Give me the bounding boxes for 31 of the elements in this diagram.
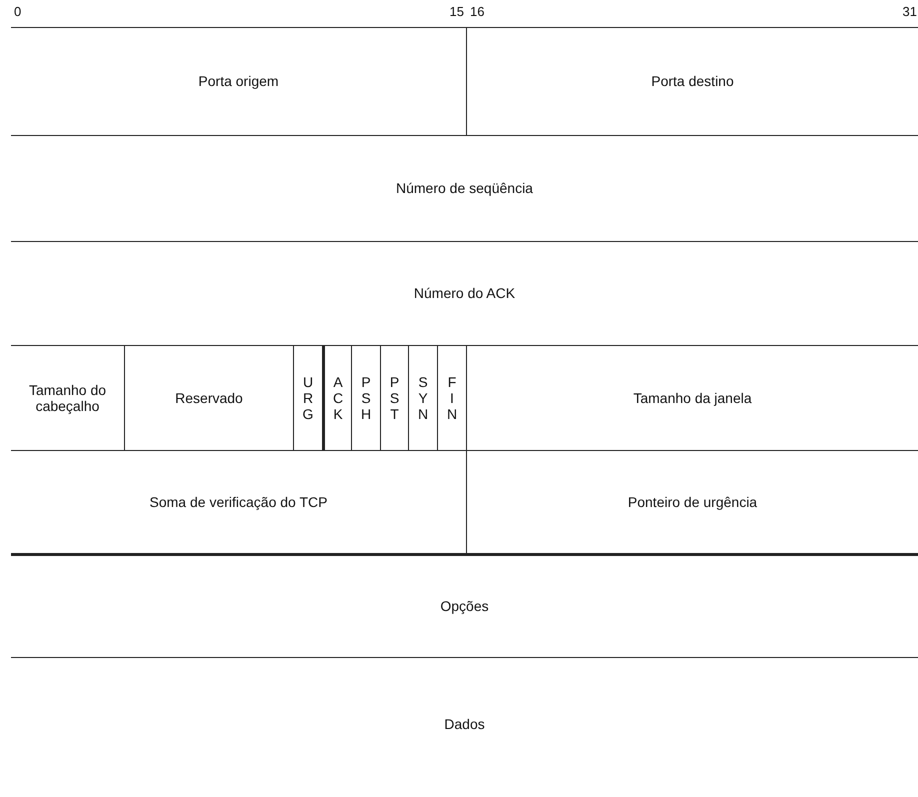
flag-name: S Y N — [417, 374, 429, 422]
field-name: Tamanho da janela — [633, 390, 752, 406]
flag-name: A C K — [332, 374, 344, 422]
field-name: Porta destino — [651, 73, 734, 90]
bit-position: 31 — [902, 4, 917, 19]
field-name: Opções — [440, 598, 489, 615]
flag-name: F I N — [446, 374, 458, 422]
flag-bit-cell — [437, 345, 466, 450]
header-field-cell — [466, 27, 918, 135]
flag-bit-cell — [408, 345, 437, 450]
field-name: Tamanho do cabeçalho — [28, 382, 108, 414]
header-field-cell — [466, 450, 918, 553]
flag-bit-cell — [380, 345, 408, 450]
field-name: Reservado — [175, 390, 243, 406]
field-name: Dados — [444, 716, 485, 732]
header-field-cell — [466, 345, 918, 450]
header-field-cell — [124, 345, 293, 450]
flag-bit-cell — [322, 345, 351, 450]
flag-bit-cell — [293, 345, 322, 450]
flag-name: P S T — [388, 374, 400, 422]
field-name: Soma de verificação do TCP — [150, 494, 328, 510]
flag-name: P S H — [360, 374, 372, 422]
flag-name: U R G — [302, 374, 314, 422]
flag-bit-cell — [351, 345, 380, 450]
field-name: Porta origem — [198, 73, 279, 90]
field-name: Número de seqüência — [396, 180, 533, 197]
field-name: Número do ACK — [414, 285, 516, 302]
bit-position: 15 — [450, 4, 464, 19]
field-name: Ponteiro de urgência — [628, 494, 758, 510]
bit-position: 0 — [14, 4, 22, 19]
bit-position: 16 — [470, 4, 484, 19]
